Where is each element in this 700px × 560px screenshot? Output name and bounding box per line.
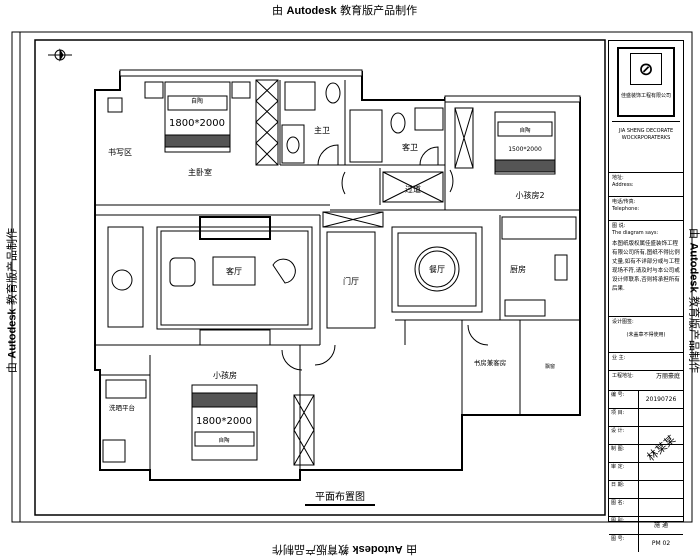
watermark-top: 由 Autodesk 教育版产品制作: [272, 4, 418, 17]
company-name-cn: 佳盛装饰工程有限公司: [620, 93, 671, 99]
info-row: 图 名:: [609, 499, 683, 517]
room-label-guest-bath: 客卫: [402, 142, 418, 152]
dining-table-icon: [391, 226, 483, 313]
info-row: 审 定:: [609, 463, 683, 481]
info-row: 图 别:施 通: [609, 517, 683, 535]
room-label-master-bath: 主卫: [314, 125, 330, 135]
info-row: 设 计:: [609, 427, 683, 445]
wardrobe-icon: [255, 79, 474, 466]
design-seal-label: 设计图签:: [612, 319, 634, 325]
info-row: 日 期:: [609, 481, 683, 499]
kids-bed-pillow: 自陶: [218, 436, 230, 444]
info-row: 编 号:20190726: [609, 391, 683, 409]
company-name-en: JIA SHENG DECORATE WOCKRPORATERKS: [612, 121, 680, 142]
kitchen-counter: [501, 216, 577, 317]
site-label: 工程地址:: [612, 373, 634, 379]
room-label-kids-room-2: 小孩房2: [515, 190, 544, 200]
diagram-label-en: The diagram says:: [612, 230, 659, 236]
room-label-kids-room: 小孩房: [213, 370, 237, 380]
master-bed-size: 1800*2000: [169, 118, 225, 129]
address-label-en: Address:: [612, 182, 634, 188]
room-label-corridor: 过道: [405, 184, 421, 194]
info-row: 制 图:: [609, 445, 683, 463]
owner-label: 业 主:: [612, 355, 626, 361]
room-label-dining-room: 餐厅: [429, 265, 445, 274]
north-arrow-icon: [48, 48, 72, 62]
seal-note: (未盖章不得使用): [626, 332, 666, 338]
desk-chair-icon: [107, 97, 123, 113]
master-bed-pillow: 自陶: [191, 97, 203, 105]
room-label-master-bedroom: 主卧室: [188, 167, 212, 177]
kids2-bed-size: 1500*2000: [508, 146, 542, 153]
logo-mark-icon: ⊘: [630, 53, 662, 85]
info-rows: 编 号:20190726 项 目: 设 计: 制 图: 审 定: 日 期: 图 …: [609, 391, 683, 552]
info-row: 图 号:PM 02: [609, 535, 683, 552]
room-label-kitchen: 厨房: [510, 264, 526, 274]
room-label-foyer: 门厅: [343, 276, 359, 286]
room-label-study-guest-room: 书房兼客房: [474, 358, 507, 367]
kids-bed-size: 1800*2000: [196, 416, 252, 427]
room-label-study-area: 书写区: [108, 147, 132, 157]
telephone-label: Telephone:: [612, 206, 640, 212]
telephone-label-cn: 电话/传真:: [612, 199, 636, 205]
kids2-bed-pillow: 自陶: [519, 126, 531, 134]
kids-bed-icon: [191, 384, 258, 461]
info-row: 项 目:: [609, 409, 683, 427]
room-label-bay-window: 飘窗: [545, 363, 555, 370]
address-label: 地址:: [612, 175, 624, 181]
walls: [94, 69, 581, 481]
site-value: 万丽豪庭: [655, 373, 680, 380]
foyer-rug: [326, 231, 376, 329]
company-logo-section: ⊘ 佳盛装饰工程有限公司 JIA SHENG DECORATE WOCKRPOR…: [609, 41, 683, 173]
outer-frame: [11, 31, 693, 523]
room-label-laundry-balcony: 洗晒平台: [109, 403, 135, 412]
bath-fixtures: [102, 81, 444, 463]
kids2-bed-icon: [494, 111, 556, 175]
copyright-notice: 本图纸版权属佳盛装饰工程有限公司所有,图纸不得比例丈量,如有不详部分或与工程现场…: [612, 241, 680, 292]
room-label-living-room: 客厅: [226, 266, 242, 276]
company-logo: ⊘ 佳盛装饰工程有限公司: [617, 47, 675, 117]
drawing-title: 平面布置图: [315, 491, 365, 503]
master-bed-icon: [144, 81, 251, 153]
diagram-label-cn: 图 说:: [612, 223, 626, 229]
title-block: ⊘ 佳盛装饰工程有限公司 JIA SHENG DECORATE WOCKRPOR…: [608, 40, 684, 552]
drawing-frame: [34, 39, 606, 516]
living-room-rug: [107, 216, 313, 346]
door-swings: [281, 144, 489, 371]
